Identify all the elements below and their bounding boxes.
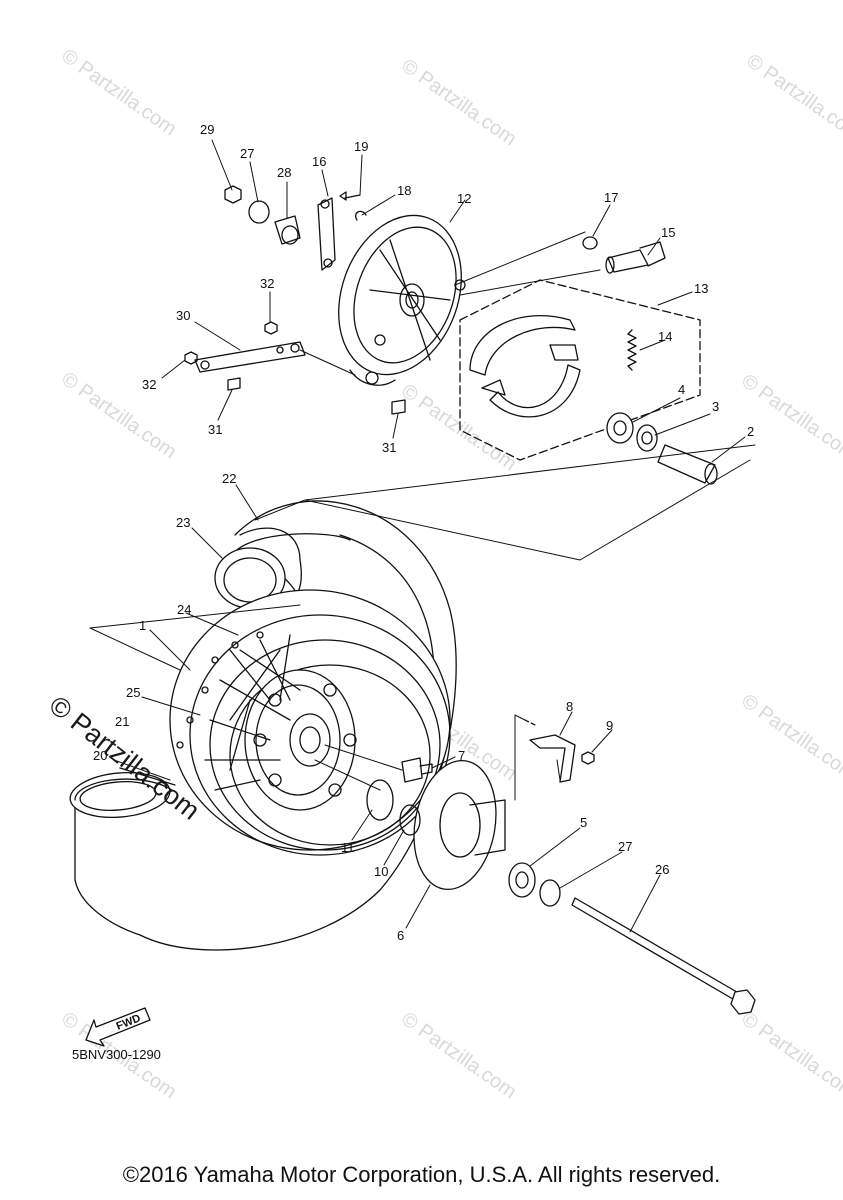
part-label-6[interactable]: 6 xyxy=(397,928,404,943)
part-label-24[interactable]: 24 xyxy=(177,602,191,617)
bolt[interactable] xyxy=(339,191,361,201)
part-label-27[interactable]: 27 xyxy=(618,839,632,854)
part-label-9[interactable]: 9 xyxy=(606,718,613,733)
fwd-label: FWD xyxy=(115,1012,143,1033)
brake-shoe-kit-box xyxy=(459,279,701,461)
camshaft-lever[interactable] xyxy=(317,197,336,271)
bearing[interactable] xyxy=(508,862,536,898)
part-label-16[interactable]: 16 xyxy=(312,154,326,169)
inner-tube[interactable] xyxy=(214,527,302,609)
part-label-15[interactable]: 15 xyxy=(661,225,675,240)
part-label-14[interactable]: 14 xyxy=(658,329,672,344)
leader-lines xyxy=(89,139,756,933)
washer[interactable] xyxy=(539,879,561,907)
copyright-notice: ©2016 Yamaha Motor Corporation, U.S.A. A… xyxy=(122,1162,721,1187)
part-label-31[interactable]: 31 xyxy=(208,422,222,437)
nut[interactable] xyxy=(184,351,198,365)
part-label-22[interactable]: 22 xyxy=(222,471,236,486)
pin[interactable] xyxy=(355,210,367,221)
part-label-27[interactable]: 27 xyxy=(240,146,254,161)
nut[interactable] xyxy=(264,321,278,335)
part-label-31[interactable]: 31 xyxy=(382,440,396,455)
part-label-12[interactable]: 12 xyxy=(457,191,471,206)
part-label-11[interactable]: 11 xyxy=(341,840,355,855)
part-label-18[interactable]: 18 xyxy=(397,183,411,198)
balancer[interactable] xyxy=(529,734,576,783)
bolt[interactable] xyxy=(227,377,241,391)
o-ring[interactable] xyxy=(399,804,421,836)
part-label-3[interactable]: 3 xyxy=(712,399,719,414)
part-label-2[interactable]: 2 xyxy=(747,424,754,439)
part-label-4[interactable]: 4 xyxy=(678,382,685,397)
wheel-rim[interactable] xyxy=(169,589,451,856)
brake-shoe[interactable] xyxy=(469,315,581,418)
part-label-8[interactable]: 8 xyxy=(566,699,573,714)
camshaft[interactable] xyxy=(605,241,666,274)
diagram-code: 5BNV300-1290 xyxy=(72,1047,161,1062)
oil-seal[interactable] xyxy=(636,424,658,452)
part-label-13[interactable]: 13 xyxy=(694,281,708,296)
part-label-30[interactable]: 30 xyxy=(176,308,190,323)
part-label-23[interactable]: 23 xyxy=(176,515,190,530)
part-label-28[interactable]: 28 xyxy=(277,165,291,180)
part-label-20[interactable]: 20 xyxy=(93,748,107,763)
collar[interactable] xyxy=(401,757,433,783)
bearing[interactable] xyxy=(606,412,634,444)
spring[interactable] xyxy=(627,329,637,371)
clutch-hub[interactable] xyxy=(404,754,506,896)
part-label-32[interactable]: 32 xyxy=(142,377,156,392)
part-label-29[interactable]: 29 xyxy=(200,122,214,137)
part-label-7[interactable]: 7 xyxy=(458,748,465,763)
valve[interactable] xyxy=(119,767,176,786)
fwd-arrow-icon xyxy=(85,1007,151,1047)
brake-shoe-plate[interactable] xyxy=(317,198,482,392)
o-ring[interactable] xyxy=(366,779,394,821)
part-label-25[interactable]: 25 xyxy=(126,685,140,700)
part-labels: 29 27 28 16 19 18 12 17 15 13 14 32 30 3… xyxy=(93,122,754,1033)
tension-bar[interactable] xyxy=(194,341,306,373)
washer[interactable] xyxy=(248,200,270,224)
part-label-1[interactable]: 1 xyxy=(139,618,146,633)
part-label-17[interactable]: 17 xyxy=(604,190,618,205)
bolt[interactable] xyxy=(391,399,406,415)
part-label-26[interactable]: 26 xyxy=(655,862,669,877)
part-label-32[interactable]: 32 xyxy=(260,276,274,291)
wheel-axle[interactable] xyxy=(571,897,756,1015)
washer[interactable] xyxy=(582,236,598,250)
part-label-10[interactable]: 10 xyxy=(374,864,388,879)
part-label-19[interactable]: 19 xyxy=(354,139,368,154)
part-label-5[interactable]: 5 xyxy=(580,815,587,830)
nut[interactable] xyxy=(581,751,595,765)
nut[interactable] xyxy=(224,185,242,204)
collar[interactable] xyxy=(274,215,301,245)
part-label-21[interactable]: 21 xyxy=(115,714,129,729)
